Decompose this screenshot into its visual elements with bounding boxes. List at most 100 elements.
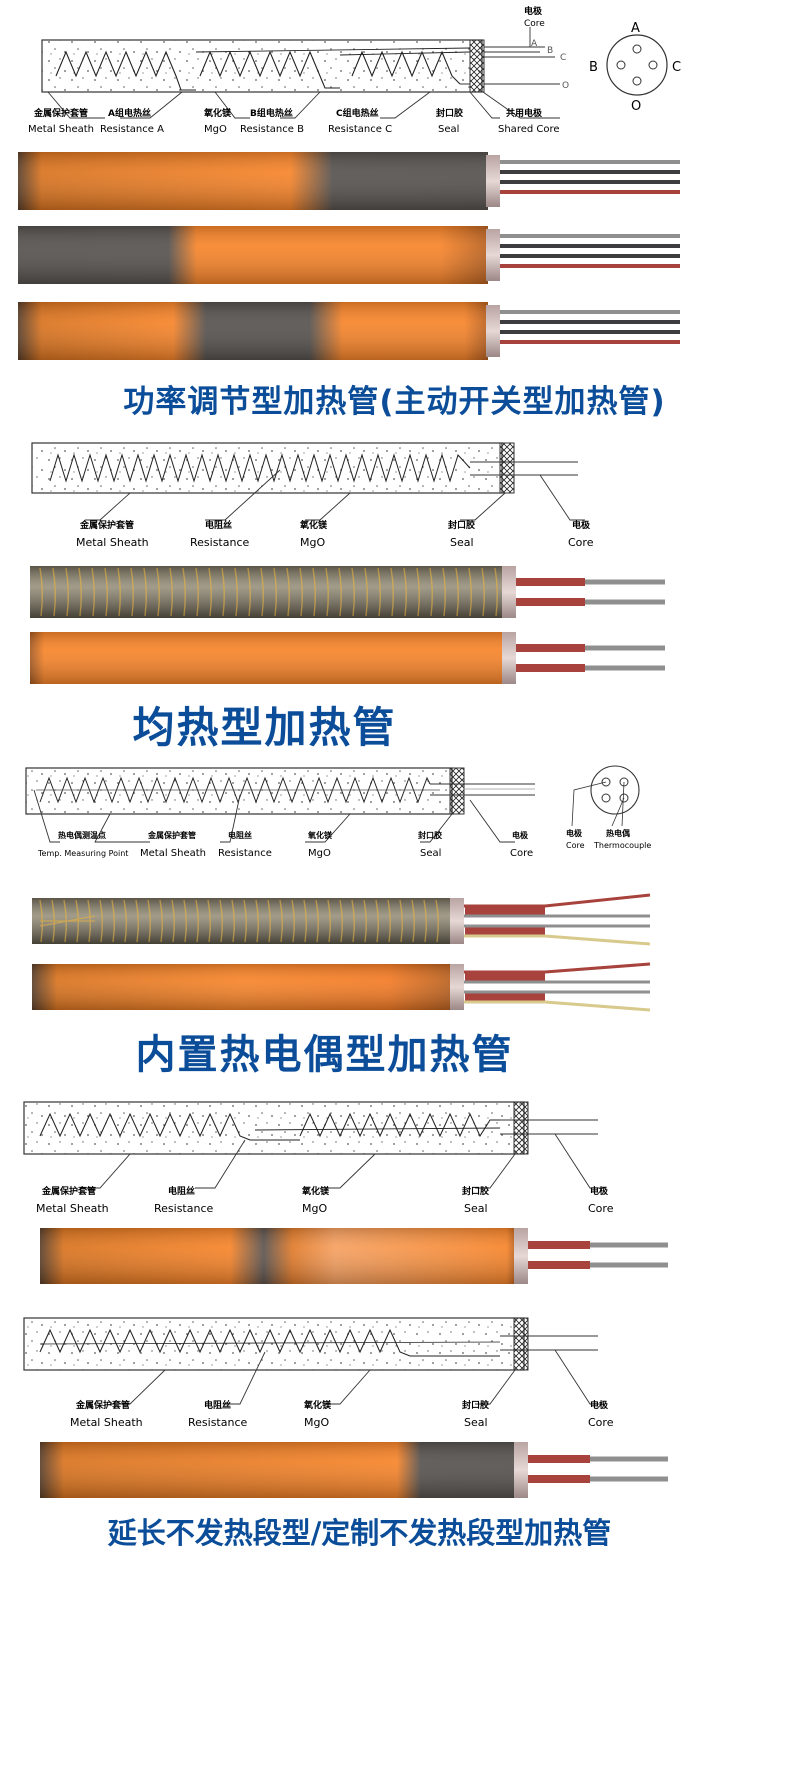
- seal-label-en: Seal: [464, 1202, 488, 1215]
- connector-socket-diagram: A B C O: [589, 21, 681, 114]
- mgo-label-en: MgO: [304, 1416, 329, 1429]
- resistance-b-label-en: Resistance B: [240, 124, 304, 135]
- wire-letter-c: C: [560, 53, 566, 63]
- sheath-label-cn: 金属保护套管: [41, 1185, 96, 1197]
- seal-label-cn: 封口胶: [418, 830, 442, 840]
- tube-photo-1a: [18, 152, 680, 210]
- seal-label-cn: 封口胶: [436, 107, 463, 119]
- section-3-schematic: 热电偶测温点 Temp. Measuring Point 金属保护套管 Meta…: [25, 765, 651, 859]
- core-label-en: Core: [568, 536, 594, 549]
- resistance-label-en: Resistance: [188, 1416, 248, 1429]
- seal-label-cn: 封口胶: [448, 519, 475, 531]
- core-label-cn: 电极: [524, 5, 543, 17]
- resistance-label-cn: 电阻丝: [204, 1399, 231, 1411]
- resistance-c-label-cn: C组电热丝: [336, 107, 379, 119]
- thermocouple-label-en: Thermocouple: [593, 841, 651, 850]
- seal-hatch: [513, 1317, 529, 1371]
- seal-label-en: Seal: [438, 124, 459, 135]
- socket-letter-a: A: [631, 21, 640, 36]
- section-2-title: 均热型加热管: [132, 703, 397, 752]
- wire-letter-b: B: [547, 46, 553, 56]
- seal-label-cn: 封口胶: [462, 1399, 489, 1411]
- sheath-label-cn: 金属保护套管: [75, 1399, 130, 1411]
- tube-photo-1b: [18, 226, 680, 284]
- core-label-cn: 电极: [590, 1399, 609, 1411]
- tube-photo-4b: [40, 1442, 668, 1498]
- resistance-coil: [39, 776, 431, 804]
- core-label-en: Core: [588, 1202, 614, 1215]
- seal-label-cn: 封口胶: [462, 1185, 489, 1197]
- shared-core-label-cn: 共用电极: [506, 107, 543, 119]
- thermocouple-label-cn: 热电偶: [606, 828, 630, 838]
- resistance-coil: [49, 453, 471, 483]
- resistance-label-en: Resistance: [218, 848, 272, 859]
- mgo-label-cn: 氧化镁: [307, 830, 332, 840]
- resistance-label-en: Resistance: [154, 1202, 214, 1215]
- tube-photo-4a: [40, 1228, 668, 1284]
- temp-point-label-cn: 热电偶测温点: [58, 830, 106, 840]
- core-label-en: Core: [524, 19, 545, 29]
- seal-hatch: [469, 39, 485, 93]
- socket-core-label-en: Core: [566, 841, 585, 850]
- core-label-cn: 电极: [572, 519, 591, 531]
- socket-letter-b: B: [589, 60, 598, 75]
- resistance-coil-left: [39, 1112, 300, 1141]
- thermocouple-socket-diagram: 电极 Core 热电偶 Thermocouple: [566, 765, 651, 850]
- tube-photo-3b: [32, 962, 651, 1012]
- sheath-label-cn: 金属保护套管: [79, 519, 134, 531]
- mgo-label-cn: 氧化镁: [203, 107, 232, 119]
- section-1-title: 功率调节型加热管(主动开关型加热管): [123, 384, 666, 420]
- core-label-cn: 电极: [512, 830, 528, 840]
- core-label-en: Core: [588, 1416, 614, 1429]
- sheath-label-en: Metal Sheath: [36, 1202, 109, 1215]
- core-label-cn: 电极: [590, 1185, 609, 1197]
- section-3-title: 内置热电偶型加热管: [135, 1032, 514, 1078]
- resistance-label-cn: 电阻丝: [205, 519, 232, 531]
- mgo-label-cn: 氧化镁: [299, 519, 328, 531]
- mgo-label-en: MgO: [204, 124, 227, 135]
- section-4-title: 延长不发热段型/定制不发热段型加热管: [107, 1516, 612, 1550]
- resistance-a-label-cn: A组电热丝: [108, 107, 151, 119]
- resistance-label-cn: 电阻丝: [228, 830, 252, 840]
- seal-label-en: Seal: [450, 536, 474, 549]
- socket-core-label-cn: 电极: [566, 828, 582, 838]
- resistance-a-coil: [55, 50, 196, 91]
- seal-hatch: [449, 767, 465, 815]
- wire-letter-o: O: [562, 81, 569, 91]
- resistance-b-label-cn: B组电热丝: [250, 107, 293, 119]
- mgo-label-cn: 氧化镁: [301, 1185, 330, 1197]
- resistance-coil-right: [299, 1112, 500, 1138]
- resistance-a-label-en: Resistance A: [100, 124, 164, 135]
- seal-label-en: Seal: [420, 848, 441, 859]
- temp-point-label-en: Temp. Measuring Point: [37, 849, 128, 858]
- sheath-label-en: Metal Sheath: [140, 848, 206, 859]
- section-2-schematic: 金属保护套管 Metal Sheath 电阻丝 Resistance 氧化镁 M…: [31, 442, 594, 549]
- section-4-schematic-1: 金属保护套管 Metal Sheath 电阻丝 Resistance 氧化镁 M…: [23, 1101, 614, 1215]
- mgo-label-en: MgO: [308, 848, 331, 859]
- resistance-label-en: Resistance: [190, 536, 250, 549]
- socket-letter-o: O: [631, 99, 641, 114]
- resistance-b-coil: [199, 50, 340, 89]
- resistance-coil: [39, 1328, 500, 1357]
- seal-hatch: [513, 1101, 529, 1155]
- seal-label-en: Seal: [464, 1416, 488, 1429]
- sheath-label-en: Metal Sheath: [28, 124, 94, 135]
- section-1-schematic: A B C O 电极 Core 金属保护套管 Metal Sheath A组电热…: [28, 5, 681, 135]
- socket-letter-c: C: [672, 60, 681, 75]
- resistance-c-label-en: Resistance C: [328, 124, 392, 135]
- sheath-label-cn: 金属保护套管: [33, 107, 88, 119]
- tube-photo-1c: [18, 302, 680, 360]
- resistance-label-cn: 电阻丝: [168, 1185, 195, 1197]
- seal-hatch: [499, 442, 515, 494]
- mgo-label-cn: 氧化镁: [303, 1399, 332, 1411]
- sheath-label-en: Metal Sheath: [70, 1416, 143, 1429]
- tube-photo-3a: [32, 893, 651, 946]
- core-label-en: Core: [510, 848, 533, 859]
- tube-photo-2a: [30, 566, 665, 618]
- sheath-label-cn: 金属保护套管: [147, 830, 196, 840]
- mgo-label-en: MgO: [302, 1202, 327, 1215]
- section-4-schematic-2: 金属保护套管 Metal Sheath 电阻丝 Resistance 氧化镁 M…: [23, 1317, 614, 1429]
- shared-core-label-en: Shared Core: [498, 124, 560, 135]
- sheath-label-en: Metal Sheath: [76, 536, 149, 549]
